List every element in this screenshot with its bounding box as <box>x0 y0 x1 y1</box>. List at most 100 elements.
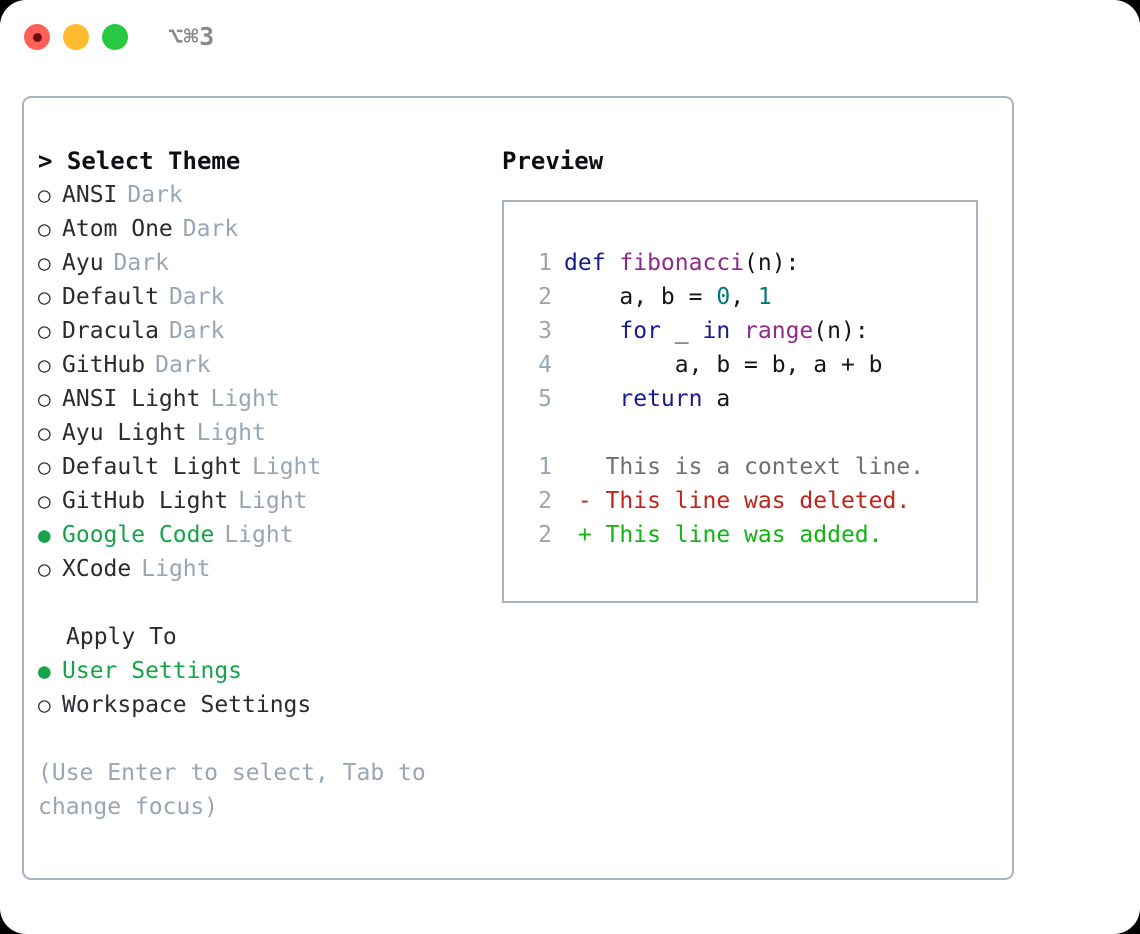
radio-unselected-icon: ○ <box>38 421 51 445</box>
diff-line: 2 + This line was added. <box>522 518 976 552</box>
theme-variant-tag: Dark <box>127 182 183 208</box>
theme-variant-tag: Light <box>238 488 308 514</box>
theme-name: Default Light <box>62 454 243 480</box>
line-number: 3 <box>538 318 552 344</box>
minimize-button[interactable] <box>63 24 89 50</box>
token-fn: fibonacci <box>619 250 745 276</box>
token-kw: in <box>702 318 731 344</box>
apply-to-label: User Settings <box>62 658 243 684</box>
theme-option[interactable]: ○ ANSI Light Light <box>38 382 508 416</box>
apply-to-option[interactable]: ●User Settings <box>38 654 508 688</box>
theme-variant-tag: Light <box>196 420 266 446</box>
line-content: a, b = 0, 1 <box>564 280 772 314</box>
theme-variant-tag: Light <box>224 522 294 548</box>
token-num: 0 <box>716 284 731 310</box>
token-pln: a, b = b, a + b <box>564 352 883 378</box>
theme-option[interactable]: ● Google Code Light <box>38 518 508 552</box>
radio-unselected-icon: ○ <box>38 387 51 411</box>
theme-name: Ayu Light <box>62 420 187 446</box>
theme-name: XCode <box>62 556 132 582</box>
token-pln: a, b = <box>564 284 717 310</box>
line-content: def fibonacci(n): <box>564 246 799 280</box>
radio-selected-icon: ● <box>38 523 51 547</box>
theme-option[interactable]: ○ GitHub Dark <box>38 348 508 382</box>
token-ctx: This is a context line. <box>564 454 925 480</box>
theme-variant-tag: Light <box>210 386 280 412</box>
radio-unselected-icon: ○ <box>38 285 51 309</box>
token-pln: (n): <box>744 250 800 276</box>
select-theme-header: > Select Theme <box>38 147 241 175</box>
diff-line: 1 This is a context line. <box>522 450 976 484</box>
theme-name: Dracula <box>62 318 159 344</box>
code-line: 5 return a <box>522 382 976 416</box>
preview-header: Preview <box>502 147 604 175</box>
theme-name: GitHub <box>62 352 146 378</box>
line-content: + This line was added. <box>564 518 883 552</box>
line-content: - This line was deleted. <box>564 484 910 518</box>
token-pln: , <box>730 284 758 310</box>
theme-variant-tag: Dark <box>155 352 211 378</box>
shortcut-label: ⌥⌘3 <box>168 22 215 51</box>
theme-variant-tag: Dark <box>113 250 169 276</box>
token-pln: (n): <box>813 318 869 344</box>
theme-name: Default <box>62 284 159 310</box>
line-number: 1 <box>538 454 552 480</box>
theme-variant-tag: Light <box>141 556 211 582</box>
close-button[interactable] <box>24 24 50 50</box>
line-number: 2 <box>538 522 552 548</box>
theme-name: ANSI Light <box>62 386 201 412</box>
theme-option[interactable]: ○ ANSI Dark <box>38 178 508 212</box>
diff-line: 2 - This line was deleted. <box>522 484 976 518</box>
maximize-button[interactable] <box>102 24 128 50</box>
line-content: return a <box>564 382 730 416</box>
theme-name: GitHub Light <box>62 488 229 514</box>
theme-name: Google Code <box>62 522 215 548</box>
theme-option[interactable]: ○ XCode Light <box>38 552 508 586</box>
token-kw: return <box>564 386 703 412</box>
token-pln <box>730 318 744 344</box>
code-diff-separator <box>522 416 976 450</box>
token-add: + This line was added. <box>564 522 883 548</box>
apply-to-label: Workspace Settings <box>62 692 312 718</box>
radio-unselected-icon: ○ <box>38 353 51 377</box>
line-content: for _ in range(n): <box>564 314 869 348</box>
code-line: 2 a, b = 0, 1 <box>522 280 976 314</box>
radio-unselected-icon: ○ <box>38 251 51 275</box>
diff-block: 1 This is a context line.2 - This line w… <box>522 450 976 552</box>
theme-name: Atom One <box>62 216 173 242</box>
radio-unselected-icon: ○ <box>38 557 51 581</box>
title-bar: ⌥⌘3 <box>0 0 1140 78</box>
token-fn: range <box>744 318 814 344</box>
code-line: 4 a, b = b, a + b <box>522 348 976 382</box>
apply-to-list: ●User Settings○Workspace Settings <box>38 654 508 722</box>
radio-unselected-icon: ○ <box>38 455 51 479</box>
token-num: 1 <box>757 284 772 310</box>
theme-variant-tag: Dark <box>168 318 225 344</box>
traffic-lights <box>24 24 128 50</box>
radio-unselected-icon: ○ <box>38 489 51 513</box>
radio-unselected-icon: ○ <box>38 183 51 207</box>
theme-option[interactable]: ○ GitHub Light Light <box>38 484 508 518</box>
token-kw: for <box>564 318 661 344</box>
theme-option[interactable]: ○ Ayu Light Light <box>38 416 508 450</box>
apply-to-option[interactable]: ○Workspace Settings <box>38 688 508 722</box>
theme-name: ANSI <box>62 182 118 208</box>
line-number: 5 <box>538 386 552 412</box>
token-kw: def <box>564 250 620 276</box>
line-number: 4 <box>538 352 552 378</box>
line-content: This is a context line. <box>564 450 925 484</box>
